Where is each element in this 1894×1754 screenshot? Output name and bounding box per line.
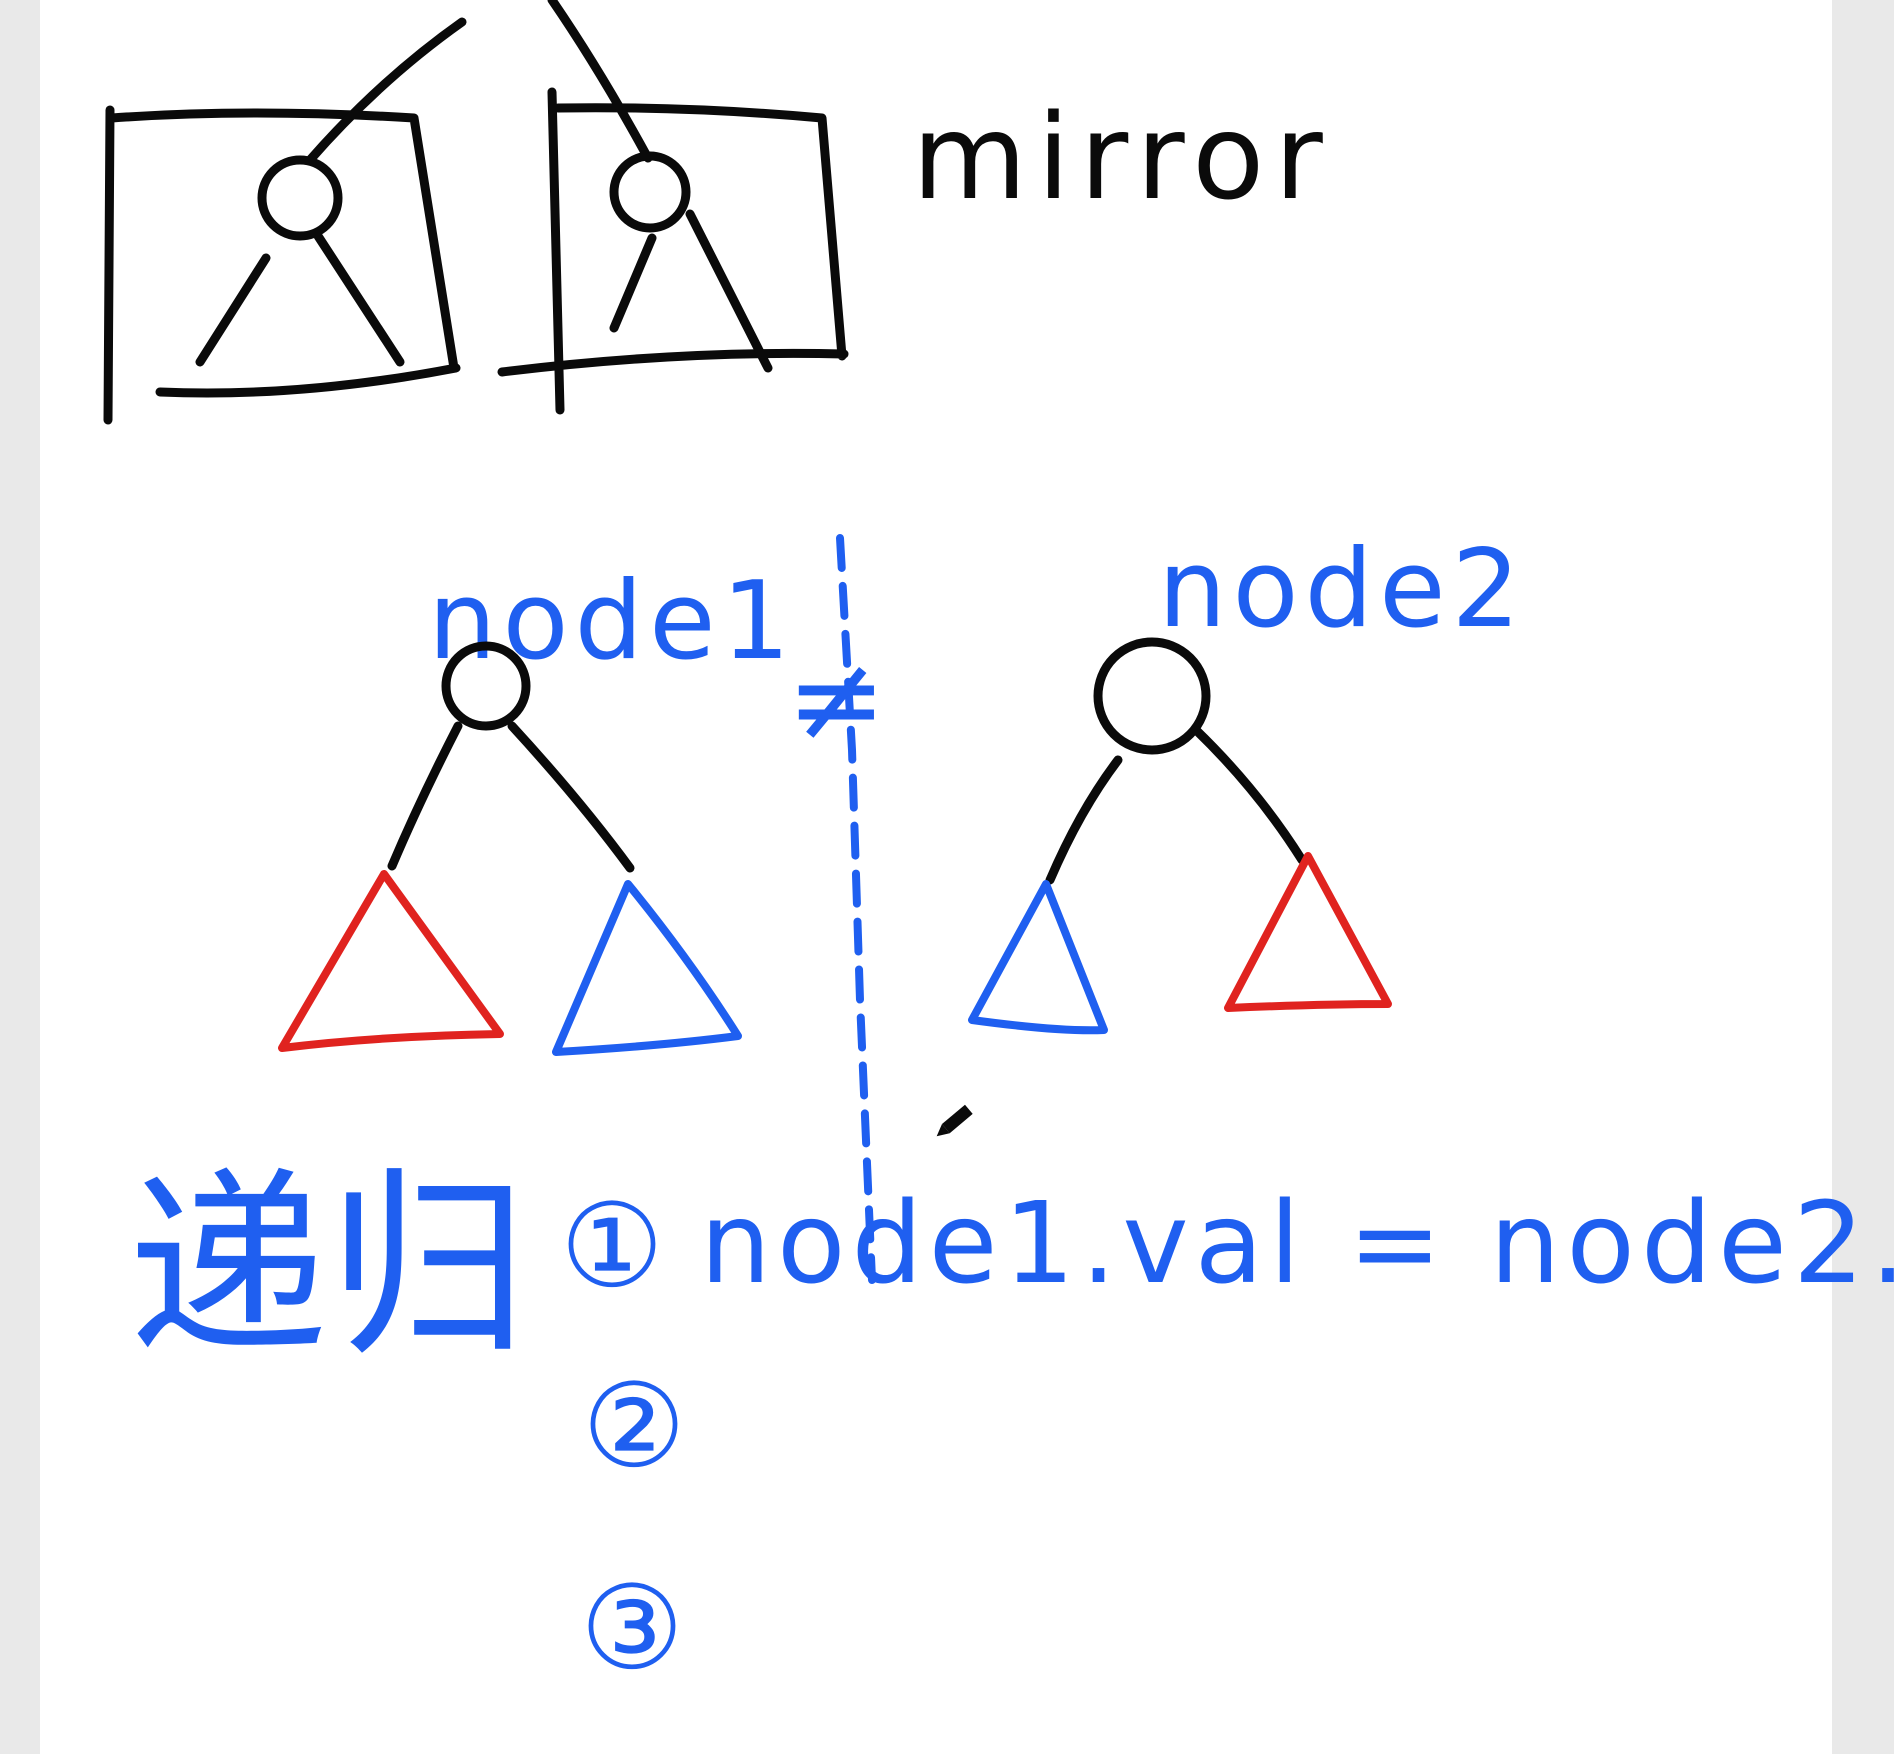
mirror-illustration: mirror bbox=[103, 0, 1333, 425]
step-3-marker: ③ bbox=[580, 1561, 684, 1696]
node2-edges bbox=[1045, 725, 1307, 885]
right-box bbox=[497, 87, 849, 415]
left-box bbox=[103, 105, 461, 425]
recursion-label: 递归 bbox=[128, 1151, 528, 1384]
node2-right-subtree bbox=[1224, 852, 1392, 1012]
recursion-section: 递归 ① node1.val = node2.val ② ③ bbox=[128, 1151, 1894, 1696]
whiteboard-canvas bbox=[40, 0, 1832, 1754]
step-2-marker: ② bbox=[582, 1359, 686, 1494]
right-root-branch bbox=[547, 0, 653, 163]
dashed-divider-line bbox=[836, 534, 876, 1284]
left-mini-root-node bbox=[257, 155, 343, 241]
step-1-text: node1.val = node2.val bbox=[700, 1179, 1894, 1309]
node2-left-subtree bbox=[968, 880, 1108, 1035]
mirror-label: mirror bbox=[912, 88, 1333, 226]
step-1-marker: ① bbox=[560, 1179, 664, 1314]
node1-edges bbox=[387, 721, 635, 873]
node2-root-node bbox=[1093, 637, 1211, 755]
node2-label: node2 bbox=[1158, 527, 1526, 652]
node1-right-subtree bbox=[552, 880, 742, 1056]
right-mini-tree-edges bbox=[609, 209, 773, 373]
pencil-icon bbox=[936, 1104, 973, 1137]
not-equal-divider: ≠ bbox=[786, 534, 887, 1284]
node1-left-subtree bbox=[278, 870, 504, 1052]
node1-label: node1 bbox=[428, 559, 796, 684]
left-root-branch bbox=[305, 17, 467, 165]
node1-root-node bbox=[441, 641, 531, 731]
left-mini-tree-edges bbox=[195, 231, 405, 367]
node1-tree: node1 bbox=[278, 559, 796, 1056]
not-equal-sign: ≠ bbox=[786, 630, 887, 769]
right-mini-root-node bbox=[609, 151, 691, 233]
node2-tree: node2 bbox=[968, 527, 1526, 1035]
